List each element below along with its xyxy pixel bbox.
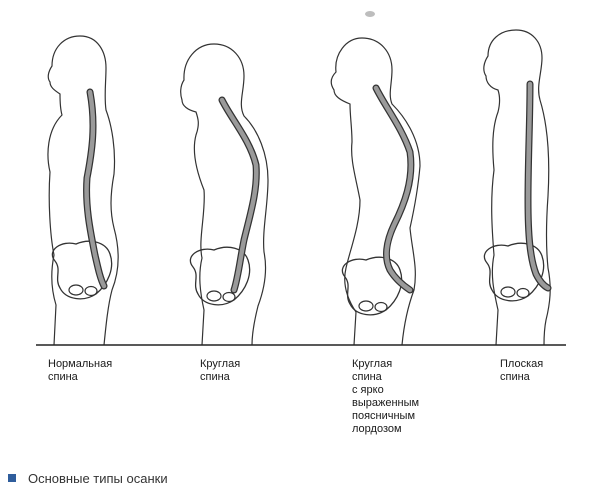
label-round-back-lordosis: Круглая спина с ярко выраженным поясничн… [352,358,420,435]
figure-flat-back [483,29,552,346]
smudge-mark [365,11,375,17]
caption-text: Основные типы осанки [28,470,168,486]
label-normal-back: Нормальная спина [48,358,113,383]
figure-caption: Основные типы осанки [8,470,168,486]
figure-normal-back [47,35,119,346]
figure-round-back-lordosis [330,37,421,346]
figure-round-back [180,43,269,346]
label-flat-back: Плоская спина [500,358,544,383]
label-round-back: Круглая спина [200,358,241,383]
body-outline-round [180,43,269,346]
body-outline-lordosis [330,37,421,346]
body-outline-flat [483,29,551,346]
caption-square-icon [8,474,16,482]
